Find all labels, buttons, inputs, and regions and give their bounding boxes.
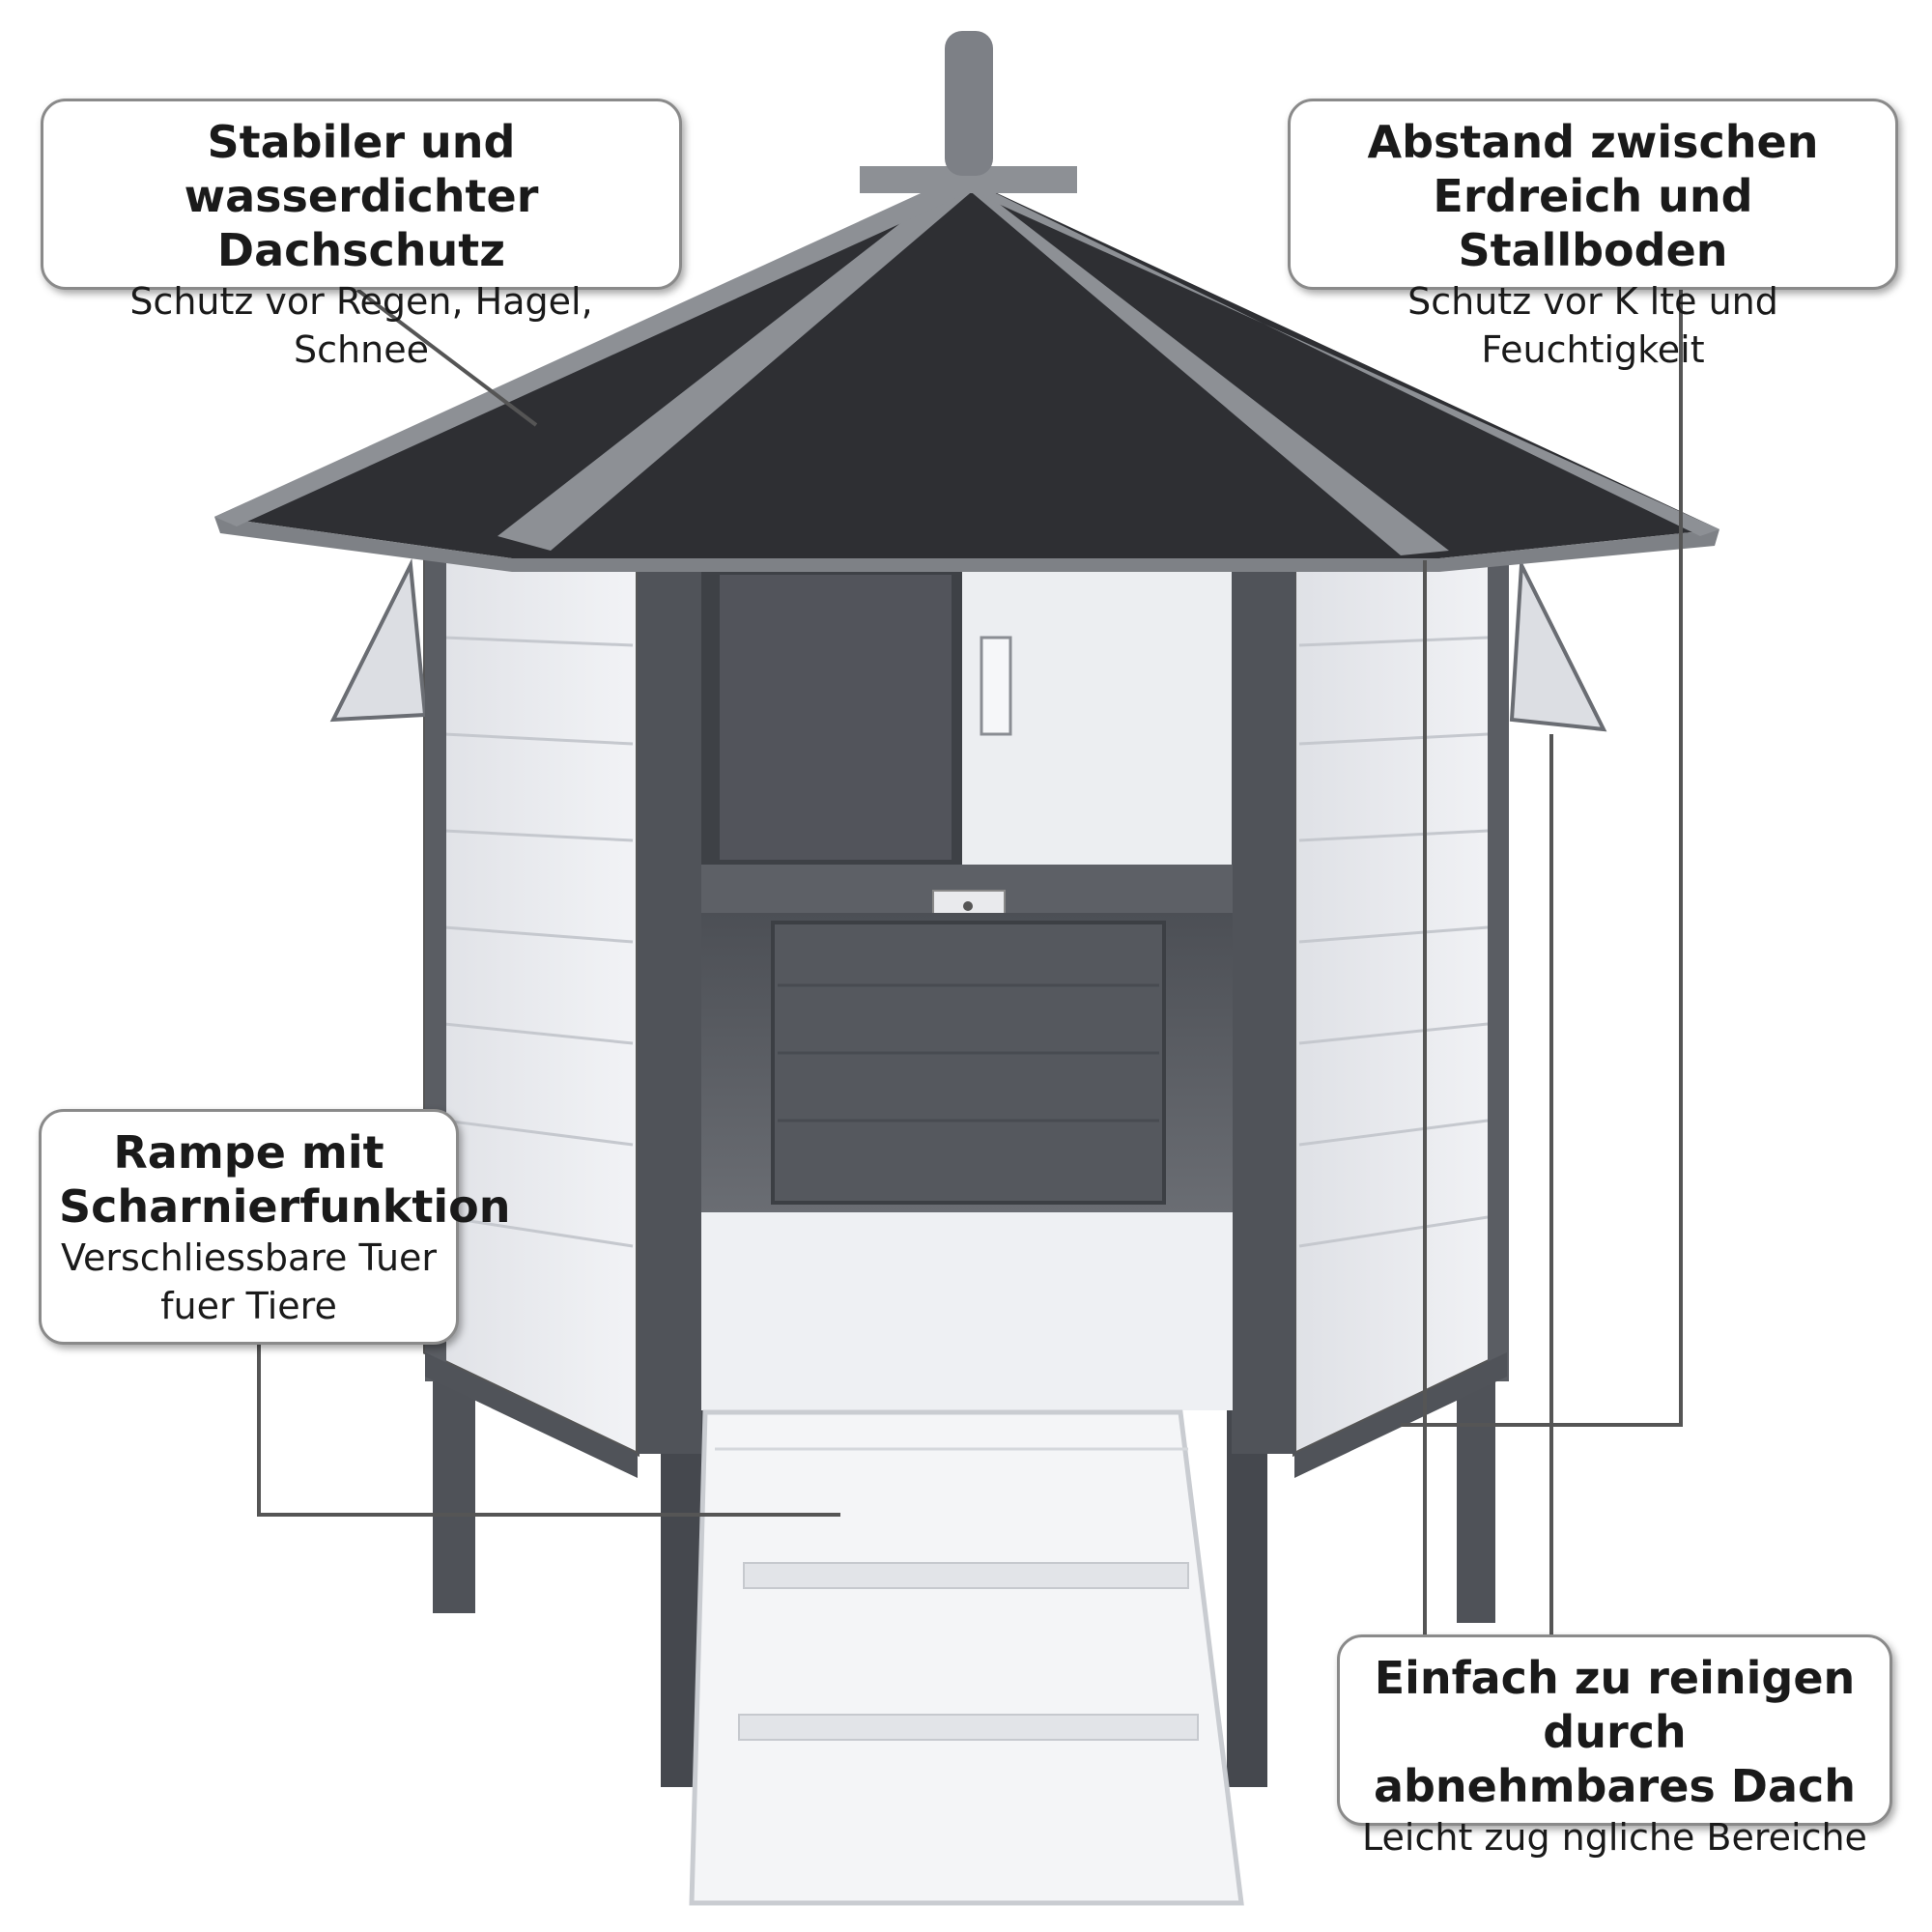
callout-ramp-title: Rampe mit Scharnierfunktion — [59, 1126, 511, 1233]
callout-roof-subtitle: Schutz vor Regen, Hagel, Schnee — [129, 280, 593, 371]
callout-clean-subtitle: Leicht zug ngliche Bereiche — [1362, 1816, 1867, 1859]
callout-roof-title: Stabiler und wasserdichter Dachschutz — [184, 116, 539, 276]
callout-easy-clean: Einfach zu reinigen durch abnehmbares Da… — [1337, 1634, 1892, 1859]
leader-lines — [257, 288, 1683, 1634]
coop-body — [329, 555, 1607, 1478]
ramp — [689, 1409, 1244, 1906]
callout-roof-protection: Stabiler und wasserdichter Dachschutz Sc… — [41, 99, 682, 371]
callout-ramp-subtitle: Verschliessbare Tuer fuer Tiere — [60, 1236, 438, 1327]
callout-ramp-hinge: Rampe mit Scharnierfunktion Verschliessb… — [39, 1109, 511, 1345]
callout-floor-title: Abstand zwischen Erdreich und Stallboden — [1367, 116, 1819, 276]
callout-clean-title: Einfach zu reinigen durch abnehmbares Da… — [1373, 1652, 1857, 1812]
roof — [214, 31, 1719, 572]
callout-floor-clearance: Abstand zwischen Erdreich und Stallboden… — [1288, 99, 1898, 371]
callout-floor-subtitle: Schutz vor K lte und Feuchtigkeit — [1407, 280, 1778, 371]
